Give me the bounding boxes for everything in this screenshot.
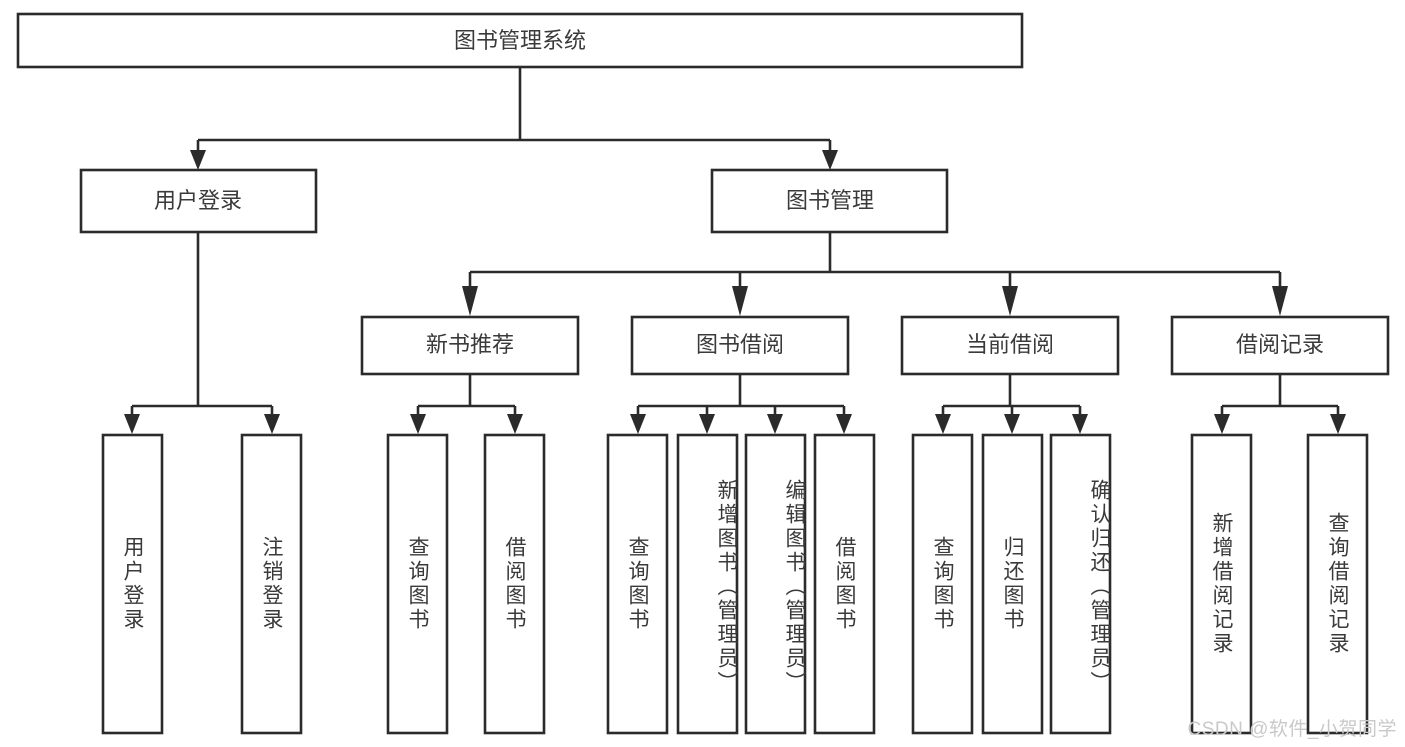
node-new-book-recommend-label: 新书推荐 [426, 332, 514, 357]
node-book-management-label: 图书管理 [786, 188, 874, 213]
connector-borrowrecords-to-leaves [1214, 374, 1346, 434]
leaf-box-bookborrow-borrow[interactable] [813, 433, 876, 735]
node-book-borrow-label: 图书借阅 [696, 332, 784, 357]
node-user-login-label: 用户登录 [154, 188, 242, 213]
connector-root-to-level2 [190, 67, 838, 170]
leaf-box-user-login-login[interactable] [101, 433, 164, 735]
leaf-box-newbook-query[interactable] [386, 433, 449, 735]
node-user-login[interactable]: 用户登录 [79, 168, 318, 234]
leaf-box-user-login-logout[interactable] [240, 433, 303, 735]
leaf-box-records-query[interactable] [1306, 433, 1369, 735]
node-borrow-records[interactable]: 借阅记录 [1170, 315, 1390, 376]
leaf-box-newbook-borrow[interactable] [483, 433, 546, 735]
leaf-box-records-add[interactable] [1190, 433, 1253, 735]
node-root[interactable]: 图书管理系统 [16, 12, 1024, 69]
leaf-box-currentborrow-confirm[interactable] [1049, 433, 1112, 735]
node-new-book-recommend[interactable]: 新书推荐 [360, 315, 580, 376]
node-book-management[interactable]: 图书管理 [710, 168, 949, 234]
node-current-borrow-label: 当前借阅 [966, 332, 1054, 357]
node-current-borrow[interactable]: 当前借阅 [900, 315, 1120, 376]
leaf-box-bookborrow-add[interactable] [676, 433, 739, 735]
connector-userlogin-to-leaves [124, 232, 280, 434]
connector-newbook-to-leaves [410, 374, 523, 434]
node-book-borrow[interactable]: 图书借阅 [630, 315, 850, 376]
connector-bookmgmt-to-level3 [462, 232, 1288, 316]
connector-bookborrow-to-leaves [630, 374, 852, 434]
node-borrow-records-label: 借阅记录 [1236, 332, 1324, 357]
connector-currentborrow-to-leaves [935, 374, 1088, 434]
watermark-text: CSDN @软件_小贺同学 [1187, 719, 1397, 740]
node-root-label: 图书管理系统 [454, 28, 586, 53]
leaf-box-currentborrow-return[interactable] [981, 433, 1044, 735]
leaf-box-bookborrow-edit[interactable] [744, 433, 807, 735]
leaf-box-bookborrow-query[interactable] [606, 433, 669, 735]
leaf-box-currentborrow-query[interactable] [911, 433, 974, 735]
